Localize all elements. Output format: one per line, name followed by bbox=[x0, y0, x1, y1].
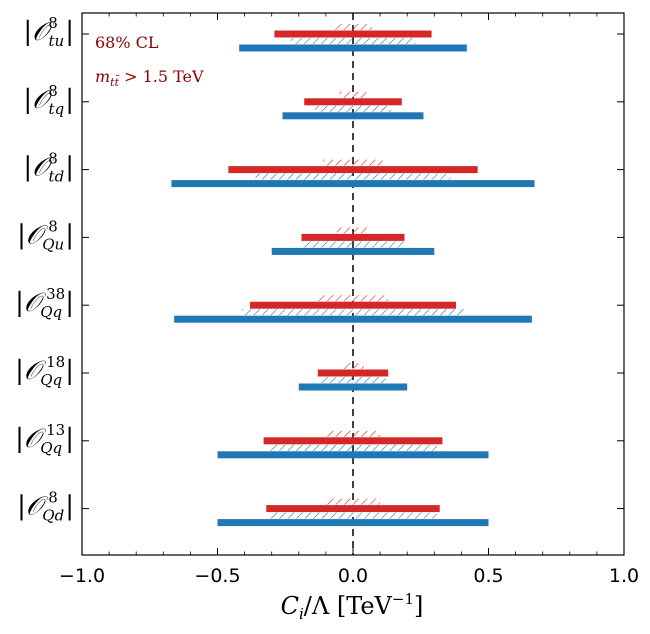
x-tick-label: 0.5 bbox=[473, 565, 503, 587]
operator-label-bar-right: | bbox=[65, 17, 74, 47]
interval-td8-red-solid bbox=[228, 166, 478, 174]
interval-Qq13-red-hatched bbox=[325, 430, 381, 437]
interval-Qq18-red-hatched bbox=[342, 363, 364, 369]
operator-superscript: 38 bbox=[46, 285, 65, 303]
operator-label-tu8: |𝒪tu8| bbox=[23, 14, 74, 50]
interval-Qu8-blue-solid bbox=[271, 247, 435, 255]
x-tick-label: 0.0 bbox=[338, 565, 368, 587]
x-axis-label-subscript: i bbox=[299, 605, 304, 623]
operator-label-bar-right: | bbox=[65, 220, 74, 250]
x-tick-label: −1.0 bbox=[59, 565, 105, 587]
interval-Qu8-red-hatched bbox=[336, 227, 370, 234]
operator-subscript: Qu bbox=[42, 235, 64, 253]
operator-subscript: Qq bbox=[40, 303, 62, 321]
operator-label-bar-left: | bbox=[17, 220, 26, 250]
operator-label-Qq18: |𝒪Qq18| bbox=[15, 353, 74, 389]
operator-label-bar-right: | bbox=[65, 356, 74, 386]
annotation-mass-cut: mtt̄ > 1.5 TeV bbox=[95, 67, 204, 89]
interval-Qd8-red-solid bbox=[266, 505, 440, 513]
operator-subscript: td bbox=[49, 168, 65, 186]
interval-Qq13-blue-solid bbox=[217, 451, 489, 459]
operator-label-bar-left: | bbox=[17, 492, 26, 522]
axis-ticks bbox=[81, 12, 625, 556]
x-axis-label: Ci/Λ [TeV−1] bbox=[281, 590, 424, 623]
operator-label-bar-right: | bbox=[65, 85, 74, 115]
interval-Qq18-blue-hatched bbox=[320, 377, 386, 383]
interval-tu8-blue-hatched bbox=[290, 38, 416, 44]
operator-subscript: tu bbox=[48, 32, 64, 50]
operator-label-bar-left: | bbox=[23, 153, 32, 183]
interval-tu8-blue-solid bbox=[239, 44, 467, 52]
annotation-cl: 68% CL bbox=[95, 33, 159, 52]
operator-label-bar-right: | bbox=[65, 492, 74, 522]
operator-label-td8: |𝒪td8| bbox=[23, 150, 74, 186]
operator-superscript: 8 bbox=[48, 489, 58, 507]
x-tick-label: −0.5 bbox=[194, 565, 240, 587]
interval-Qu8-red-solid bbox=[301, 233, 405, 241]
interval-Qd8-red-hatched bbox=[325, 498, 381, 505]
operator-label-bar-right: | bbox=[65, 424, 74, 454]
interval-Qq18-blue-solid bbox=[298, 383, 408, 391]
operator-subscript: tq bbox=[49, 100, 65, 118]
operator-label-bar-right: | bbox=[65, 153, 74, 183]
interval-Qd8-blue-solid bbox=[217, 519, 489, 527]
interval-Qq38-red-hatched bbox=[317, 295, 389, 302]
x-axis-label-close: ] bbox=[414, 592, 423, 620]
annotation-mass-symbol: m bbox=[95, 67, 110, 86]
x-tick-label: 1.0 bbox=[609, 565, 639, 587]
operator-label-Qu8: |𝒪Qu8| bbox=[17, 217, 74, 253]
operator-label-bar-left: | bbox=[23, 17, 32, 47]
interval-tq8-blue-hatched bbox=[315, 105, 391, 112]
operator-subscript: Qq bbox=[40, 439, 62, 457]
interval-td8-red-hatched bbox=[323, 159, 383, 166]
operator-subscript: Qd bbox=[42, 507, 64, 525]
operator-label-bar-left: | bbox=[23, 85, 32, 115]
annotation-mass-subscript: tt̄ bbox=[110, 76, 120, 89]
interval-Qq13-red-solid bbox=[263, 437, 443, 445]
interval-td8-blue-hatched bbox=[255, 173, 451, 180]
interval-Qq13-blue-hatched bbox=[268, 444, 438, 451]
operator-label-bar-left: | bbox=[15, 356, 24, 386]
interval-td8-blue-solid bbox=[171, 180, 535, 188]
operator-superscript: 8 bbox=[48, 217, 58, 235]
intervals bbox=[171, 24, 535, 527]
interval-tq8-blue-solid bbox=[282, 112, 424, 120]
operator-label-bar-left: | bbox=[15, 424, 24, 454]
operator-label-Qd8: |𝒪Qd8| bbox=[17, 489, 74, 525]
operator-subscript: Qq bbox=[40, 371, 62, 389]
operator-superscript: 8 bbox=[48, 82, 58, 100]
interval-tu8-red-solid bbox=[274, 30, 432, 38]
operator-label-Qq38: |𝒪Qq38| bbox=[15, 285, 74, 321]
operator-label-tq8: |𝒪tq8| bbox=[23, 82, 74, 118]
operator-label-bar-left: | bbox=[15, 288, 24, 318]
operator-superscript: 13 bbox=[46, 421, 65, 439]
operator-superscript: 18 bbox=[46, 353, 65, 371]
operator-superscript: 8 bbox=[48, 150, 58, 168]
interval-Qd8-blue-hatched bbox=[268, 512, 438, 519]
operator-superscript: 8 bbox=[48, 14, 58, 32]
x-axis-label-symbol: C bbox=[281, 592, 299, 620]
interval-Qu8-blue-hatched bbox=[301, 241, 405, 248]
interval-Qq18-red-solid bbox=[317, 369, 389, 377]
operator-label-bar-right: | bbox=[65, 288, 74, 318]
interval-Qq38-red-solid bbox=[250, 301, 456, 309]
interval-tu8-red-hatched bbox=[334, 24, 372, 30]
interval-tq8-red-hatched bbox=[339, 91, 367, 98]
annotation-mass-threshold: > 1.5 TeV bbox=[119, 67, 204, 86]
x-axis-label-unit: /Λ [TeV bbox=[304, 592, 393, 620]
interval-tq8-red-solid bbox=[304, 98, 402, 106]
interval-Qq38-blue-hatched bbox=[241, 309, 465, 316]
x-axis-label-exponent: −1 bbox=[392, 590, 414, 608]
interval-Qq38-blue-solid bbox=[174, 315, 532, 323]
operator-label-Qq13: |𝒪Qq13| bbox=[15, 421, 74, 457]
